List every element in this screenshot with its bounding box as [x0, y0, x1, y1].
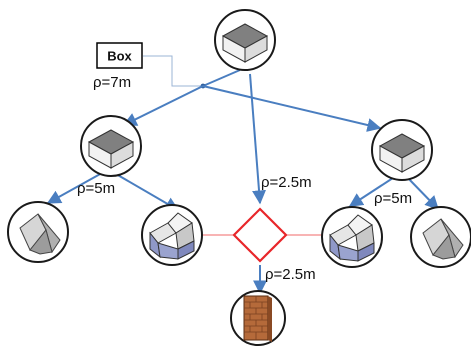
legend-connector-line	[143, 55, 203, 87]
brick-column-icon	[243, 295, 273, 343]
edge-root-hub	[202, 69, 241, 87]
edge-label-right: ρ=5m	[374, 190, 412, 207]
legend-box-label: Box	[107, 49, 132, 64]
node-root	[214, 9, 276, 71]
edge-label-left: ρ=5m	[77, 180, 115, 197]
node-right-leaf-1	[321, 206, 383, 268]
edge-right-leaf1	[348, 175, 397, 207]
edge-label-center: ρ=2.5m	[261, 174, 312, 191]
legend-box	[96, 42, 143, 69]
node-left-leaf-1	[7, 201, 69, 263]
edges	[46, 69, 439, 295]
edge-hub-right	[202, 85, 382, 132]
node-bottom	[230, 290, 286, 346]
edge-right-leaf2	[405, 175, 439, 211]
node-left-leaf-2	[141, 204, 203, 266]
legend-rho-label: ρ=7m	[93, 74, 131, 91]
node-left	[80, 115, 142, 177]
edge-root-diamond	[249, 73, 267, 205]
node-right-leaf-2	[410, 206, 471, 268]
edge-left-leaf2	[115, 173, 180, 211]
edge-label-bottom: ρ=2.5m	[265, 266, 316, 283]
edge-hub-left	[122, 85, 204, 126]
edge-left-leaf1	[46, 172, 103, 204]
merge-diamond	[232, 207, 288, 263]
node-right	[371, 119, 433, 181]
